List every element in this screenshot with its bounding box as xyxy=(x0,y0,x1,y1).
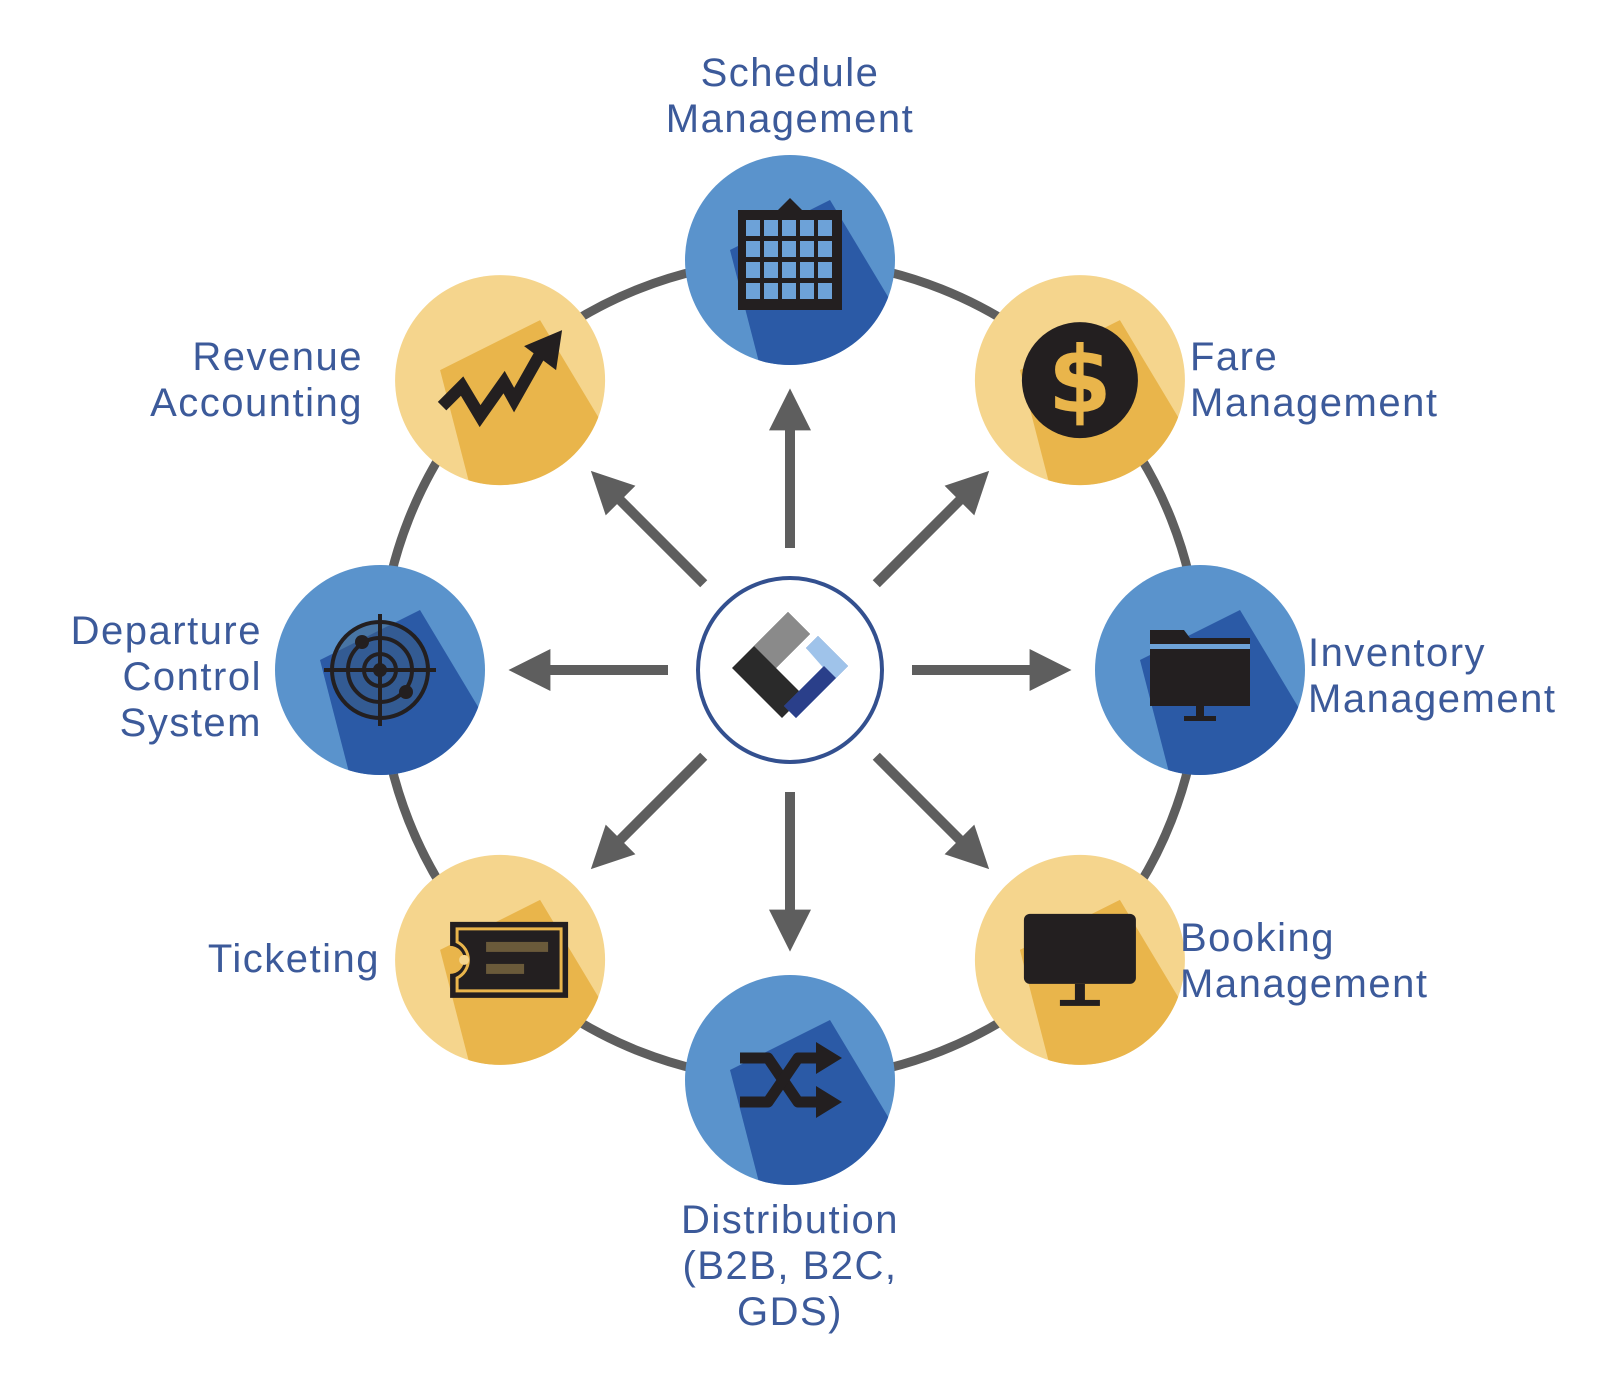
node-booking xyxy=(974,854,1185,1065)
label-ticketing: Ticketing xyxy=(207,937,380,981)
hub-logo xyxy=(696,576,884,764)
node-distribution xyxy=(685,975,895,1185)
label-inventory-management: Inventory Management xyxy=(1308,631,1557,721)
arrow-fare xyxy=(872,470,990,588)
node-schedule xyxy=(685,155,895,365)
label-booking-management: Booking Management xyxy=(1180,916,1429,1006)
node-revenue xyxy=(395,275,606,486)
node-inventory xyxy=(1095,565,1305,775)
node-ticketing xyxy=(395,854,606,1065)
node-departure xyxy=(275,565,485,775)
label-distribution: Distribution (B2B, B2C, GDS) xyxy=(680,1198,900,1334)
logo-icon xyxy=(732,612,848,718)
arrow-revenue xyxy=(590,470,708,588)
node-fare: $ xyxy=(974,275,1185,486)
label-schedule-management: Schedule Management xyxy=(665,51,915,141)
arrow-booking xyxy=(872,752,990,870)
dollar-symbol: $ xyxy=(1048,327,1112,434)
label-fare-management: Fare Management xyxy=(1190,335,1439,425)
ticket-icon xyxy=(450,921,569,998)
calendar-icon xyxy=(738,198,842,310)
label-revenue-accounting: Revenue Accounting xyxy=(150,335,363,425)
radar-icon xyxy=(324,614,436,726)
arrow-ticketing xyxy=(590,752,708,870)
shuffle-icon xyxy=(740,1042,842,1118)
monitor-icon xyxy=(1023,913,1136,1006)
trend-up-icon xyxy=(437,330,563,428)
label-departure-control-system: Departure Control System xyxy=(70,609,262,745)
folder-monitor-icon xyxy=(1150,630,1250,721)
dollar-icon: $ xyxy=(1021,322,1138,439)
